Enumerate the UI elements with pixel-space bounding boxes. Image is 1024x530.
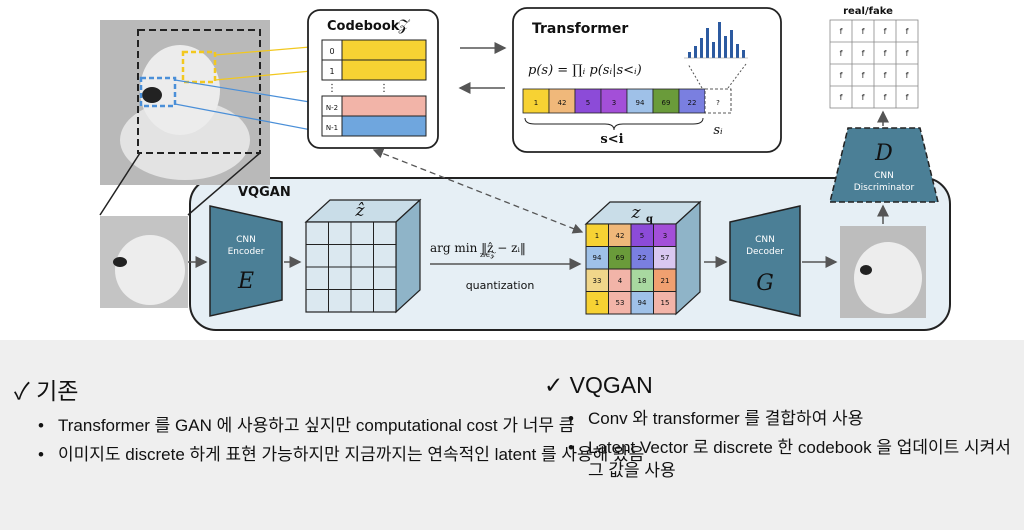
left-heading: ✓ 기존 [14, 372, 644, 406]
zq-cell-7: 57 [661, 254, 670, 262]
rf-cell: f [862, 27, 865, 36]
rf-cell: f [862, 93, 865, 102]
argmin-sub: zᵢ∈𝒵 [480, 251, 496, 259]
rf-cell: f [884, 27, 887, 36]
vqgan-diagram: VQGAN Codebook 𝒵 0 1 ⋮ ⋮ [0, 0, 1024, 340]
z-q-cube: 1 42 5 3 94 69 22 57 33 4 18 21 1 53 94 … [584, 200, 702, 316]
right-heading: ✓ VQGAN [544, 372, 1024, 399]
s-less-label: s<i [600, 132, 623, 147]
zq-cell-3: 3 [663, 232, 667, 240]
right-title: VQGAN [569, 372, 653, 398]
codebook-row-1: 1 [329, 67, 334, 76]
token-0: 1 [534, 99, 538, 107]
zq-cell-13: 53 [616, 299, 625, 307]
z-hat-cube: ẑ [304, 198, 422, 314]
zq-label: z [631, 203, 642, 223]
zq-cell-12: 1 [595, 299, 599, 307]
left-notes: ✓ 기존 •Transformer 를 GAN 에 사용하고 싶지만 compu… [14, 372, 644, 472]
zq-sub: q [646, 214, 653, 225]
codebook-row-0: 0 [329, 47, 334, 56]
codebook-title: Codebook [327, 19, 400, 34]
output-dog-image [840, 226, 926, 318]
rf-cell: f [906, 49, 909, 58]
decoder-symbol: G [756, 271, 774, 296]
rf-cell: f [840, 93, 843, 102]
zq-cell-9: 4 [618, 277, 623, 285]
decoder-label-2: Decoder [746, 247, 784, 257]
zq-cell-4: 94 [593, 254, 602, 262]
z-hat-label: ẑ [355, 201, 366, 221]
zq-cell-14: 94 [638, 299, 647, 307]
zq-cell-8: 33 [593, 277, 602, 285]
encoder-symbol: E [237, 269, 254, 294]
token-1: 42 [558, 99, 567, 107]
rf-cell: f [906, 71, 909, 80]
list-item: •Latent Vector 로 discrete 한 codebook 을 업… [568, 438, 1011, 480]
zq-cell-0: 1 [595, 232, 599, 240]
vqgan-label: VQGAN [238, 185, 291, 200]
left-bullet-list: •Transformer 를 GAN 에 사용하고 싶지만 computatio… [14, 414, 644, 466]
token-4: 94 [636, 99, 645, 107]
rf-cell: f [884, 49, 887, 58]
cnn-decoder: CNN Decoder G [729, 205, 801, 317]
zq-cell-2: 5 [640, 232, 644, 240]
probability-histogram [684, 22, 748, 59]
encoder-label-1: CNN [236, 235, 256, 245]
check-icon: ✓ [544, 372, 564, 398]
arrow-codebook-quantization [372, 148, 584, 234]
input-dog-image-large [100, 20, 270, 185]
quantization-label: quantization [466, 279, 535, 292]
zq-cell-10: 18 [638, 277, 647, 285]
transformer-box: Transformer p(s) = ∏ᵢ p(sᵢ|s<ᵢ) [512, 7, 782, 153]
transformer-formula: p(s) = ∏ᵢ p(sᵢ|s<ᵢ) [528, 63, 642, 78]
codebook-symbol: 𝒵 [398, 16, 411, 34]
encoder-label-2: Encoder [228, 247, 265, 257]
realfake-label: real/fake [843, 6, 893, 17]
decoder-label-1: CNN [755, 235, 775, 245]
check-icon: ✓ [14, 378, 30, 404]
token-6: 22 [688, 99, 697, 107]
notes-section: ✓ 기존 •Transformer 를 GAN 에 사용하고 싶지만 compu… [0, 340, 1024, 530]
list-item: •Transformer 를 GAN 에 사용하고 싶지만 computatio… [38, 416, 575, 435]
codebook-row-n2: N-2 [326, 104, 338, 112]
zq-cell-1: 42 [616, 232, 625, 240]
zq-cell-6: 22 [638, 254, 647, 262]
rf-cell: f [906, 27, 909, 36]
s-i-label: sᵢ [713, 123, 723, 138]
list-item: •Conv 와 transformer 를 결합하여 사용 [568, 409, 864, 428]
list-item: •이미지도 discrete 하게 표현 가능하지만 지금까지는 연속적인 la… [38, 445, 645, 464]
disc-symbol: D [874, 141, 893, 166]
token-7: ? [716, 99, 720, 107]
input-dog-image-small [100, 216, 188, 308]
cnn-discriminator: D CNN Discriminator [829, 127, 939, 203]
rf-cell: f [840, 27, 843, 36]
codebook-dots-right: ⋮ [379, 83, 389, 94]
rf-cell: f [884, 71, 887, 80]
rf-cell: f [906, 93, 909, 102]
transformer-title: Transformer [532, 21, 628, 37]
token-2: 5 [586, 99, 590, 107]
codebook: Codebook 𝒵 0 1 ⋮ ⋮ N-2 N-1 [307, 9, 439, 149]
token-3: 3 [612, 99, 616, 107]
token-sequence: 1 42 5 3 94 69 22 ? [522, 88, 732, 114]
codebook-row-n1: N-1 [326, 124, 338, 132]
codebook-dots-left: ⋮ [327, 83, 337, 94]
rf-cell: f [884, 93, 887, 102]
left-title: 기존 [36, 378, 79, 404]
zq-cell-15: 15 [661, 299, 670, 307]
right-notes: ✓ VQGAN •Conv 와 transformer 를 결합하여 사용 •L… [544, 372, 1024, 488]
disc-label-1: CNN [874, 171, 894, 181]
argmin-label: arg min ‖ẑ − zᵢ‖ [430, 241, 526, 255]
disc-label-2: Discriminator [854, 183, 915, 193]
zq-cell-5: 69 [616, 254, 625, 262]
right-bullet-list: •Conv 와 transformer 를 결합하여 사용 •Latent Ve… [544, 407, 1024, 482]
rf-cell: f [840, 71, 843, 80]
rf-cell: f [862, 49, 865, 58]
rf-cell: f [862, 71, 865, 80]
rf-cell: f [840, 49, 843, 58]
cnn-encoder: CNN Encoder E [209, 205, 283, 317]
token-5: 69 [662, 99, 671, 107]
real-fake-grid: real/fake f f f f f f f f f f f f f f f … [829, 6, 919, 109]
zq-cell-11: 21 [661, 277, 670, 285]
